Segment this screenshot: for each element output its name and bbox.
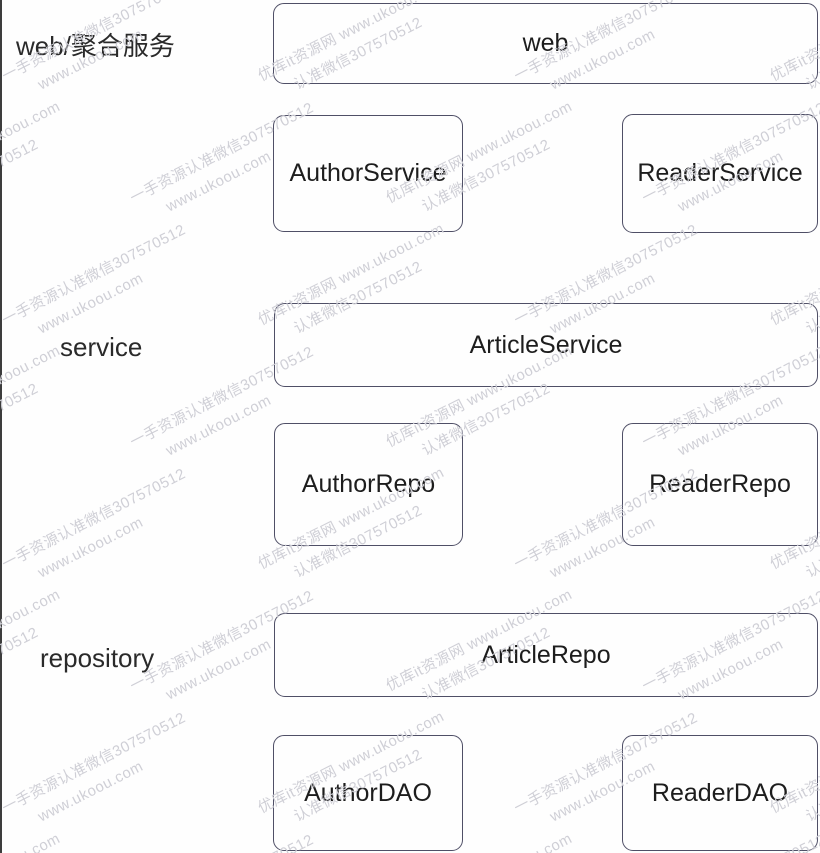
node-author-repo-label: AuthorRepo — [301, 470, 436, 498]
node-reader-repo: ReaderRepo — [622, 423, 818, 546]
node-reader-service-label: ReaderService — [637, 159, 803, 187]
node-reader-dao: ReaderDAO — [622, 735, 818, 851]
node-author-dao: AuthorDAO — [273, 735, 463, 851]
node-author-repo: AuthorRepo — [274, 423, 463, 546]
node-web-label: web — [522, 29, 569, 57]
layer-label-service: service — [60, 332, 143, 362]
layer-label-repository: repository — [40, 643, 155, 673]
layer-label-web: web/聚合服务 — [16, 31, 175, 61]
node-reader-service: ReaderService — [622, 114, 818, 233]
node-article-repo: ArticleRepo — [274, 613, 818, 697]
node-article-service-label: ArticleService — [469, 330, 623, 359]
node-reader-repo-label: ReaderRepo — [649, 470, 791, 498]
node-reader-dao-label: ReaderDAO — [651, 778, 789, 807]
node-article-service: ArticleService — [274, 303, 818, 387]
left-border-line — [0, 0, 2, 853]
node-article-repo-label: ArticleRepo — [481, 640, 611, 669]
node-author-dao-label: AuthorDAO — [304, 778, 432, 807]
node-author-service-label: AuthorService — [289, 159, 447, 187]
node-author-service: AuthorService — [273, 115, 463, 232]
node-web: web — [273, 3, 818, 84]
